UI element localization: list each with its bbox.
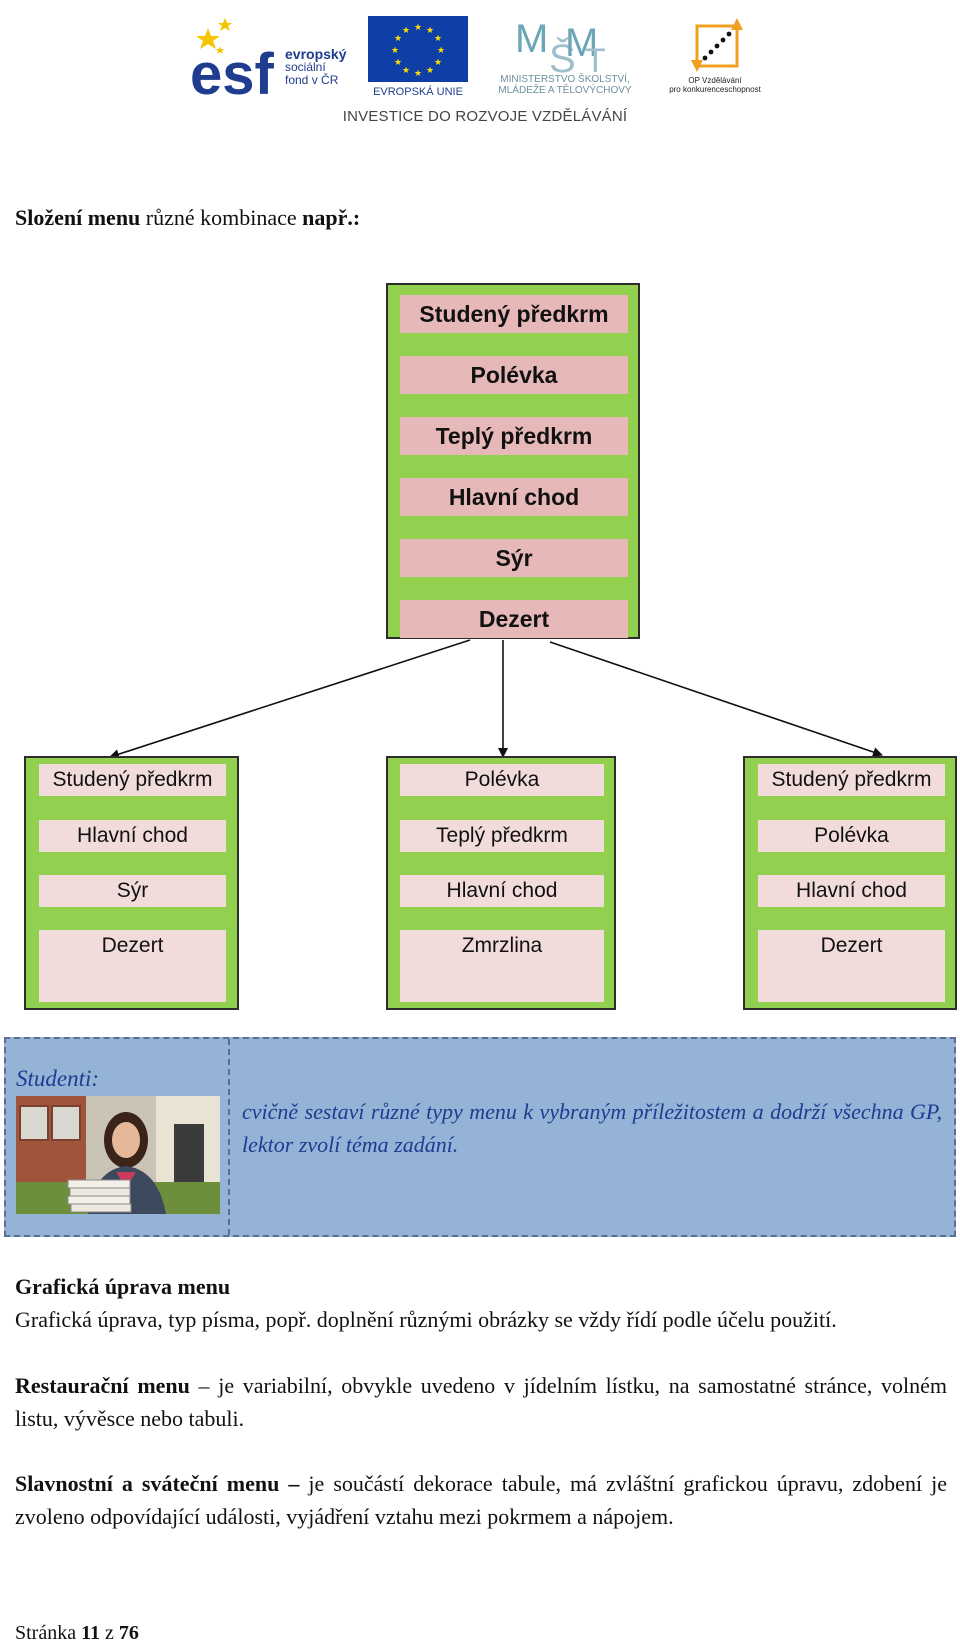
svg-text:★: ★ bbox=[426, 26, 434, 36]
esf-text-line2: sociální bbox=[285, 60, 326, 74]
msmt-logo: M Š M T MINISTERSTVO ŠKOLSTVÍ, MLÁDEŽE A… bbox=[480, 14, 650, 104]
svg-text:★: ★ bbox=[391, 46, 399, 56]
eu-logo: ★★★ ★★★ ★★★ ★★★ EVROPSKÁ UNIE bbox=[368, 16, 468, 102]
eu-flag-icon: ★★★ ★★★ ★★★ ★★★ bbox=[368, 16, 468, 82]
svg-text:★: ★ bbox=[414, 23, 422, 33]
top-menu-item: Teplý předkrm bbox=[400, 417, 628, 455]
middle-menu-item: Hlavní chod bbox=[400, 875, 604, 907]
students-panel: Studenti: cvičně sestaví různé typy menu… bbox=[4, 1037, 956, 1237]
footer-prefix: Stránka bbox=[15, 1622, 82, 1644]
menu-diagram: Studený předkrm Polévka Teplý předkrm Hl… bbox=[24, 283, 957, 1010]
investice-slogan: INVESTICE DO ROZVOJE VZDĚLÁVÁNÍ bbox=[342, 108, 628, 125]
svg-text:Š: Š bbox=[549, 36, 576, 74]
msmt-text-line2: MLÁDEŽE A TĚLOVÝCHOVY bbox=[498, 85, 632, 96]
graficka-section: Grafická úprava menu Grafická úprava, ty… bbox=[15, 1270, 947, 1336]
svg-text:M: M bbox=[565, 21, 598, 65]
student-photo bbox=[16, 1096, 220, 1214]
top-menu-box: Studený předkrm Polévka Teplý předkrm Hl… bbox=[386, 283, 640, 639]
left-menu-item: Studený předkrm bbox=[39, 764, 226, 796]
arrow-left bbox=[109, 639, 471, 759]
top-menu-item: Dezert bbox=[400, 600, 628, 638]
svg-text:esf: esf bbox=[190, 42, 275, 100]
slavnostni-text: je součástí dekorace tabule, má zvláštní… bbox=[15, 1471, 947, 1529]
svg-text:★: ★ bbox=[434, 58, 442, 68]
svg-text:T: T bbox=[585, 42, 606, 74]
intro-line: Složení menu různé kombinace např.: bbox=[15, 205, 360, 231]
diagram-arrows bbox=[109, 639, 883, 759]
slavnostni-section: Slavnostní a sváteční menu – je součástí… bbox=[15, 1467, 947, 1533]
page-footer: Stránka 11 z 76 bbox=[15, 1622, 139, 1645]
svg-text:★: ★ bbox=[414, 69, 422, 79]
top-menu-item: Hlavní chod bbox=[400, 478, 628, 516]
restauracni-text: – je variabilní, obvykle uvedeno v jídel… bbox=[15, 1373, 947, 1431]
restauracni-section: Restaurační menu – je variabilní, obvykl… bbox=[15, 1369, 947, 1435]
msmt-text: MINISTERSTVO ŠKOLSTVÍ, MLÁDEŽE A TĚLOVÝC… bbox=[480, 74, 650, 96]
graficka-text: Grafická úprava, typ písma, popř. doplně… bbox=[15, 1307, 837, 1332]
middle-menu-box: Polévka Teplý předkrm Hlavní chod Zmrzli… bbox=[386, 756, 616, 1010]
op-text-line2: pro konkurenceschopnost bbox=[669, 85, 761, 94]
arrow-right bbox=[549, 641, 883, 757]
svg-text:★: ★ bbox=[402, 26, 410, 36]
left-menu-item: Hlavní chod bbox=[39, 820, 226, 852]
panel-divider bbox=[228, 1039, 230, 1235]
esf-text: evropský sociální fond v ČR bbox=[285, 46, 347, 87]
top-menu-item: Studený předkrm bbox=[400, 295, 628, 333]
intro-bold-1: Složení menu bbox=[15, 205, 141, 230]
op-text-line1: OP Vzdělávání bbox=[688, 76, 742, 85]
esf-text-line1: evropský bbox=[285, 46, 347, 62]
svg-text:★: ★ bbox=[434, 34, 442, 44]
graficka-title: Grafická úprava menu bbox=[15, 1274, 231, 1299]
middle-menu-item: Teplý předkrm bbox=[400, 820, 604, 852]
left-menu-box: Studený předkrm Hlavní chod Sýr Dezert bbox=[24, 756, 239, 1010]
top-menu-item: Sýr bbox=[400, 539, 628, 577]
middle-menu-item: Zmrzlina bbox=[400, 930, 604, 1002]
right-menu-box: Studený předkrm Polévka Hlavní chod Deze… bbox=[743, 756, 957, 1010]
msmt-mark-icon: M Š M T bbox=[515, 17, 606, 74]
right-menu-item: Polévka bbox=[758, 820, 945, 852]
students-label: Studenti: bbox=[16, 1066, 100, 1091]
intro-normal: různé kombinace bbox=[140, 205, 303, 230]
esf-mark-icon: esf bbox=[190, 14, 282, 100]
intro-bold-2: např.: bbox=[302, 205, 361, 230]
footer-middle: z bbox=[100, 1622, 119, 1644]
middle-menu-item: Polévka bbox=[400, 764, 604, 796]
footer-page-number: 11 bbox=[81, 1622, 100, 1644]
eu-text: EVROPSKÁ UNIE bbox=[373, 86, 463, 98]
right-menu-item: Dezert bbox=[758, 930, 945, 1002]
slavnostni-title: Slavnostní a sváteční menu – bbox=[15, 1471, 300, 1496]
svg-text:★: ★ bbox=[437, 46, 445, 56]
right-menu-item: Studený předkrm bbox=[758, 764, 945, 796]
left-menu-item: Sýr bbox=[39, 875, 226, 907]
header-logos: esf evropský sociální fond v ČR ★★★ ★★★ … bbox=[190, 14, 780, 125]
top-menu-item: Polévka bbox=[400, 356, 628, 394]
op-logo: OP Vzdělávání pro konkurenceschopnost bbox=[655, 14, 775, 104]
restauracni-title: Restaurační menu bbox=[15, 1373, 190, 1398]
left-menu-item: Dezert bbox=[39, 930, 226, 1002]
svg-text:★: ★ bbox=[394, 58, 402, 68]
esf-logo: esf evropský sociální fond v ČR bbox=[190, 14, 365, 102]
svg-text:★: ★ bbox=[402, 66, 410, 76]
esf-text-line3: fond v ČR bbox=[285, 73, 339, 87]
svg-text:★: ★ bbox=[394, 34, 402, 44]
op-text: OP Vzdělávání pro konkurenceschopnost bbox=[655, 76, 775, 94]
op-mark-icon bbox=[691, 18, 743, 72]
msmt-text-line1: MINISTERSTVO ŠKOLSTVÍ, bbox=[500, 74, 630, 85]
students-instruction: cvičně sestaví různé typy menu k vybraný… bbox=[242, 1099, 942, 1157]
right-menu-item: Hlavní chod bbox=[758, 875, 945, 907]
svg-text:★: ★ bbox=[426, 66, 434, 76]
svg-text:M: M bbox=[515, 17, 548, 61]
footer-total-pages: 76 bbox=[118, 1622, 139, 1644]
